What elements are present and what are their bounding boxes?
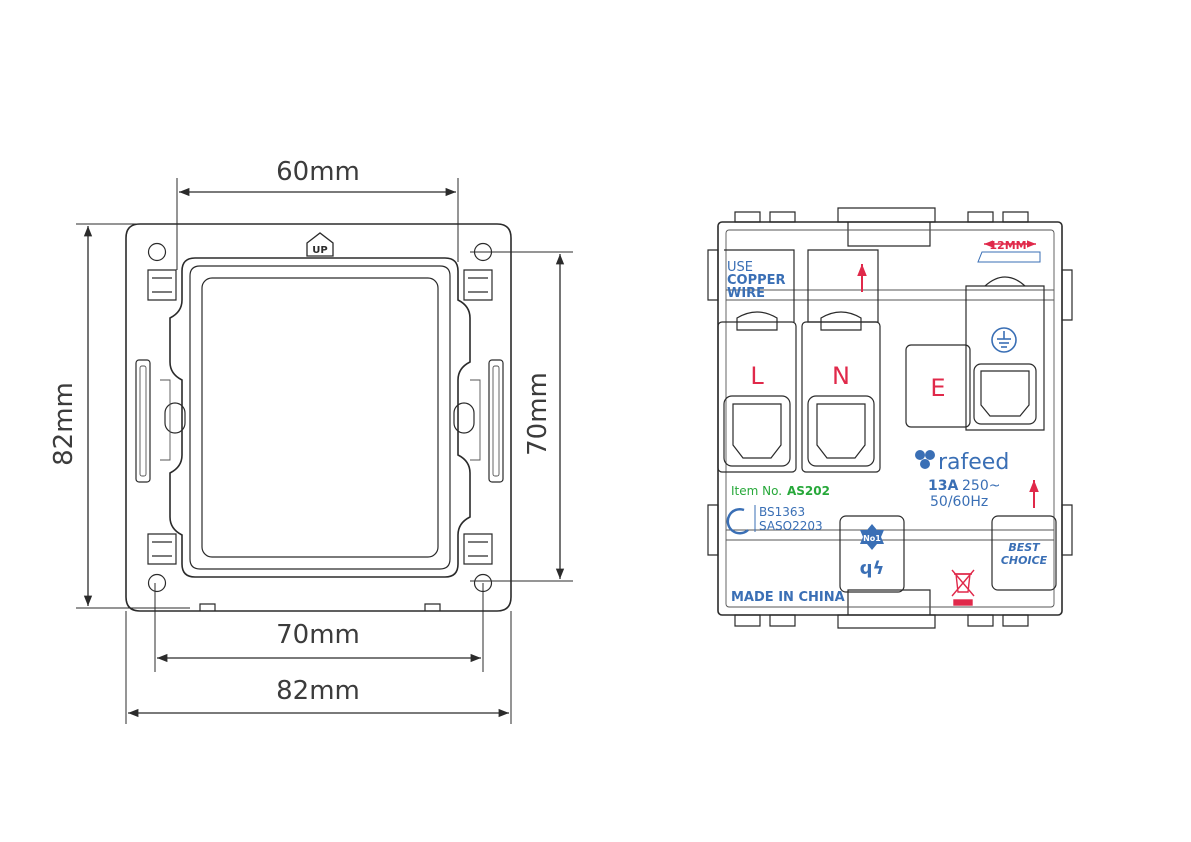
badge-no1-text: No1 bbox=[863, 534, 881, 543]
standard-1: BS1363 bbox=[759, 505, 805, 519]
frame-logo-text: UP bbox=[312, 245, 327, 256]
best-line-1: BEST bbox=[1008, 541, 1041, 554]
dim-left-height: 82mm bbox=[49, 382, 79, 466]
brand-name: rafeed bbox=[938, 450, 1009, 475]
socket-module bbox=[707, 207, 1073, 629]
no1-badge-icon: No1 ϥϟ bbox=[860, 524, 885, 579]
origin-label: MADE IN CHINA bbox=[731, 590, 845, 605]
wiring-symbol-icon: ϥϟ bbox=[860, 558, 885, 579]
terminal-l-label: L bbox=[750, 362, 764, 390]
rafeed-logo-icon bbox=[915, 450, 935, 469]
mounting-hole-bl bbox=[147, 573, 167, 593]
extension-lines bbox=[76, 178, 573, 724]
terminal-n-label: N bbox=[832, 362, 850, 390]
dim-right-height: 70mm bbox=[523, 372, 553, 456]
item-code: AS202 bbox=[787, 484, 830, 498]
dimension-lines bbox=[83, 187, 565, 718]
rating-frequency: 50/60Hz bbox=[930, 494, 988, 510]
wire-label: WIRE bbox=[727, 286, 765, 301]
standards-mark-icon bbox=[726, 508, 749, 535]
strip-gauge: 12MM bbox=[977, 239, 1041, 263]
dim-bottom-outer: 82mm bbox=[276, 676, 360, 706]
rating-voltage: 250~ bbox=[962, 478, 1000, 494]
dim-top-width: 60mm bbox=[276, 157, 360, 187]
weee-bin-icon bbox=[951, 569, 975, 606]
terminal-e-label: E bbox=[930, 374, 945, 402]
best-line-2: CHOICE bbox=[1001, 554, 1048, 567]
dim-bottom-inner: 70mm bbox=[276, 620, 360, 650]
use-label: USE bbox=[727, 260, 753, 275]
earth-symbol-icon bbox=[991, 327, 1017, 353]
up-logo-icon: UP bbox=[306, 232, 334, 257]
module-labels: USE COPPER WIRE L N E 12MM rafeed bbox=[726, 239, 1048, 606]
strip-length-label: 12MM bbox=[989, 239, 1026, 252]
mounting-hole-tl bbox=[147, 242, 167, 262]
mounting-frame: UP bbox=[125, 223, 512, 612]
item-prefix: Item No. bbox=[731, 484, 782, 498]
copper-label: COPPER bbox=[727, 273, 786, 288]
standard-2: SASO2203 bbox=[759, 519, 823, 533]
rating-current: 13A bbox=[928, 478, 958, 494]
